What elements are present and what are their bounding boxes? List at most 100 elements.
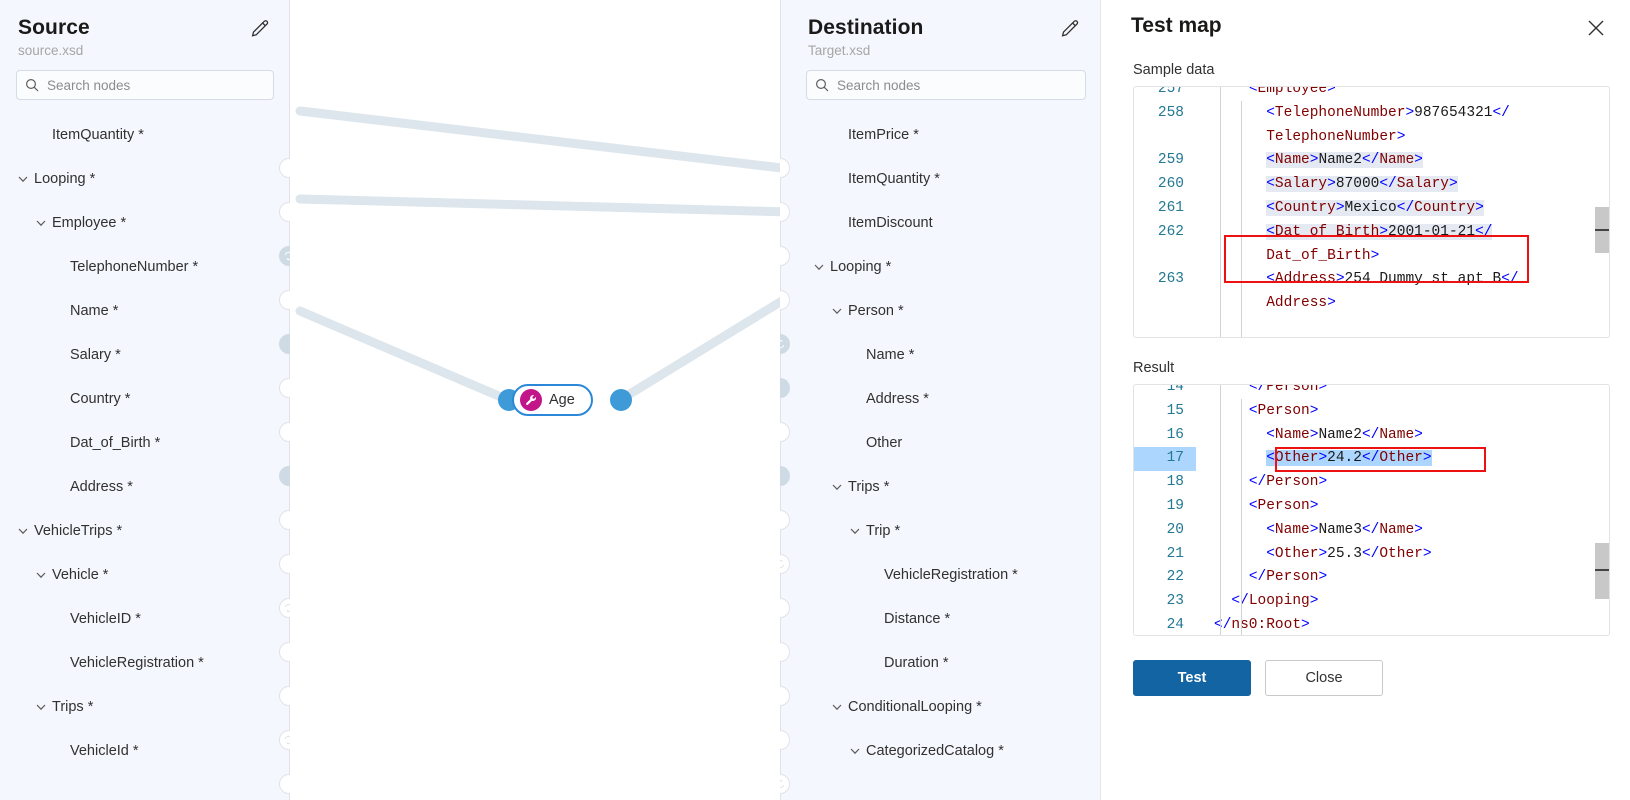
tree-node-row[interactable]: ItemPrice * bbox=[780, 113, 1100, 157]
test-button[interactable]: Test bbox=[1133, 660, 1251, 696]
tree-node-row[interactable]: ItemQuantity * bbox=[780, 157, 1100, 201]
tree-node-label: ItemQuantity * bbox=[848, 171, 940, 187]
tree-node-row[interactable]: Country * bbox=[0, 377, 290, 421]
function-node-label: Age bbox=[549, 392, 575, 408]
test-map-panel: Test map Sample data 257 <Employee>258 <… bbox=[1100, 0, 1630, 800]
code-line: 15 <Person> bbox=[1134, 400, 1609, 424]
chevron-down-icon[interactable] bbox=[34, 216, 48, 230]
chevron-down-icon[interactable] bbox=[16, 524, 30, 538]
tree-node-row[interactable]: Person * bbox=[780, 289, 1100, 333]
pencil-icon[interactable] bbox=[1060, 16, 1082, 38]
destination-search-input[interactable] bbox=[837, 77, 1077, 93]
code-line: 20 <Name>Name3</Name> bbox=[1134, 519, 1609, 543]
tree-node-row[interactable]: Distance * bbox=[780, 597, 1100, 641]
indent-guide bbox=[1241, 399, 1242, 635]
tree-node-label: Distance * bbox=[884, 611, 951, 627]
tree-node-row[interactable]: ItemQuantity * bbox=[0, 113, 290, 157]
tree-node-label: ItemDiscount bbox=[848, 215, 933, 231]
sample-code-lines[interactable]: 257 <Employee>258 <TelephoneNumber>98765… bbox=[1134, 87, 1609, 337]
tree-node-row[interactable]: Vehicle * bbox=[0, 553, 290, 597]
tree-node-row[interactable]: Trip * bbox=[780, 509, 1100, 553]
tree-node-row[interactable]: Trips * bbox=[0, 685, 290, 729]
code-text: <Address>254 Dummy st apt B</ bbox=[1266, 271, 1519, 288]
sample-scrollbar-thumb[interactable] bbox=[1595, 207, 1609, 253]
chevron-down-icon[interactable] bbox=[830, 480, 844, 494]
destination-search-box[interactable] bbox=[806, 70, 1086, 100]
tree-node-row[interactable]: Duration * bbox=[780, 641, 1100, 685]
tree-node-row[interactable]: Address * bbox=[780, 377, 1100, 421]
tree-node-row[interactable]: Other bbox=[780, 421, 1100, 465]
code-line: 17 <Other>24.2</Other> bbox=[1134, 447, 1609, 472]
line-number: 20 bbox=[1166, 521, 1184, 538]
search-icon bbox=[815, 78, 829, 92]
tree-node-row[interactable]: Employee * bbox=[0, 201, 290, 245]
tree-node-label: CategorizedCatalog * bbox=[866, 743, 1004, 759]
search-icon bbox=[25, 78, 39, 92]
code-line: 21 <Other>25.3</Other> bbox=[1134, 543, 1609, 567]
close-icon[interactable] bbox=[1584, 16, 1608, 40]
code-line: 263 <Address>254 Dummy st apt B</ bbox=[1134, 268, 1609, 292]
function-node-age[interactable]: Age bbox=[512, 384, 593, 416]
line-number: 18 bbox=[1166, 474, 1184, 491]
code-text: <Name>Name2</Name> bbox=[1266, 426, 1423, 443]
tree-node-row[interactable]: VehicleTrips * bbox=[0, 509, 290, 553]
line-number: 23 bbox=[1166, 593, 1184, 610]
tree-node-label: VehicleID * bbox=[70, 611, 141, 627]
tree-node-row[interactable]: Trips * bbox=[780, 465, 1100, 509]
tree-node-row[interactable]: Salary * bbox=[0, 333, 290, 377]
result-scrollbar[interactable] bbox=[1595, 385, 1609, 635]
tree-node-row[interactable]: VehicleId * bbox=[0, 729, 290, 773]
tree-node-label: VehicleTrips * bbox=[34, 523, 123, 539]
tree-node-row[interactable]: VehicleRegistration * bbox=[0, 641, 290, 685]
tree-node-label: Employee * bbox=[52, 215, 127, 231]
result-editor[interactable]: 14 </Person>15 <Person>16 <Name>Name2</N… bbox=[1133, 384, 1610, 636]
chevron-down-icon[interactable] bbox=[34, 700, 48, 714]
tree-node-row[interactable]: TelephoneNumber * bbox=[0, 245, 290, 289]
connection-handle[interactable] bbox=[279, 774, 290, 794]
tree-node-row[interactable]: Name * bbox=[780, 333, 1100, 377]
sample-scrollbar[interactable] bbox=[1595, 87, 1609, 337]
code-line: 14 </Person> bbox=[1134, 385, 1609, 400]
tree-node-row[interactable]: Dat_of_Birth * bbox=[0, 421, 290, 465]
tree-node-row[interactable]: ConditionalLooping * bbox=[780, 685, 1100, 729]
result-code-lines[interactable]: 14 </Person>15 <Person>16 <Name>Name2</N… bbox=[1134, 385, 1609, 635]
sample-data-editor[interactable]: 257 <Employee>258 <TelephoneNumber>98765… bbox=[1133, 86, 1610, 338]
code-text: <Person> bbox=[1248, 497, 1319, 514]
pencil-icon[interactable] bbox=[250, 16, 272, 38]
tree-node-label: ItemQuantity * bbox=[52, 127, 144, 143]
tree-node-row[interactable]: Looping * bbox=[0, 157, 290, 201]
chevron-down-icon[interactable] bbox=[34, 568, 48, 582]
tree-node-row[interactable]: CategorizedCatalog * bbox=[780, 729, 1100, 773]
tree-node-row[interactable]: Address * bbox=[0, 465, 290, 509]
result-scrollbar-thumb[interactable] bbox=[1595, 543, 1609, 599]
chevron-down-icon[interactable] bbox=[848, 524, 862, 538]
connection-edges bbox=[295, 106, 780, 405]
chevron-down-icon[interactable] bbox=[812, 260, 826, 274]
line-number: 15 bbox=[1166, 402, 1184, 419]
code-text: <Name>Name2</Name> bbox=[1266, 152, 1423, 169]
tree-node-row[interactable]: Looping * bbox=[780, 245, 1100, 289]
tree-node-label: Looping * bbox=[34, 171, 96, 187]
source-search-input[interactable] bbox=[47, 77, 265, 93]
code-text: </Person> bbox=[1248, 474, 1328, 491]
chevron-down-icon[interactable] bbox=[848, 744, 862, 758]
source-filename: source.xsd bbox=[18, 43, 84, 58]
connection-handle[interactable] bbox=[780, 774, 790, 794]
line-number: 24 bbox=[1166, 616, 1184, 633]
chevron-down-icon[interactable] bbox=[830, 304, 844, 318]
chevron-down-icon[interactable] bbox=[830, 700, 844, 714]
source-search-box[interactable] bbox=[16, 70, 274, 100]
close-button[interactable]: Close bbox=[1265, 660, 1383, 696]
tree-node-label: Person * bbox=[848, 303, 904, 319]
tree-node-row[interactable]: ItemDiscount bbox=[780, 201, 1100, 245]
chevron-down-icon[interactable] bbox=[16, 172, 30, 186]
tree-node-row[interactable]: Name * bbox=[0, 289, 290, 333]
function-output-port[interactable] bbox=[610, 389, 632, 411]
line-number: 259 bbox=[1157, 152, 1184, 169]
code-text: Dat_of_Birth> bbox=[1266, 247, 1380, 264]
mapping-canvas[interactable]: Age bbox=[290, 0, 780, 800]
tree-node-label: Salary * bbox=[70, 347, 121, 363]
tree-node-label: Country * bbox=[70, 391, 131, 407]
tree-node-row[interactable]: VehicleRegistration * bbox=[780, 553, 1100, 597]
tree-node-row[interactable]: VehicleID * bbox=[0, 597, 290, 641]
